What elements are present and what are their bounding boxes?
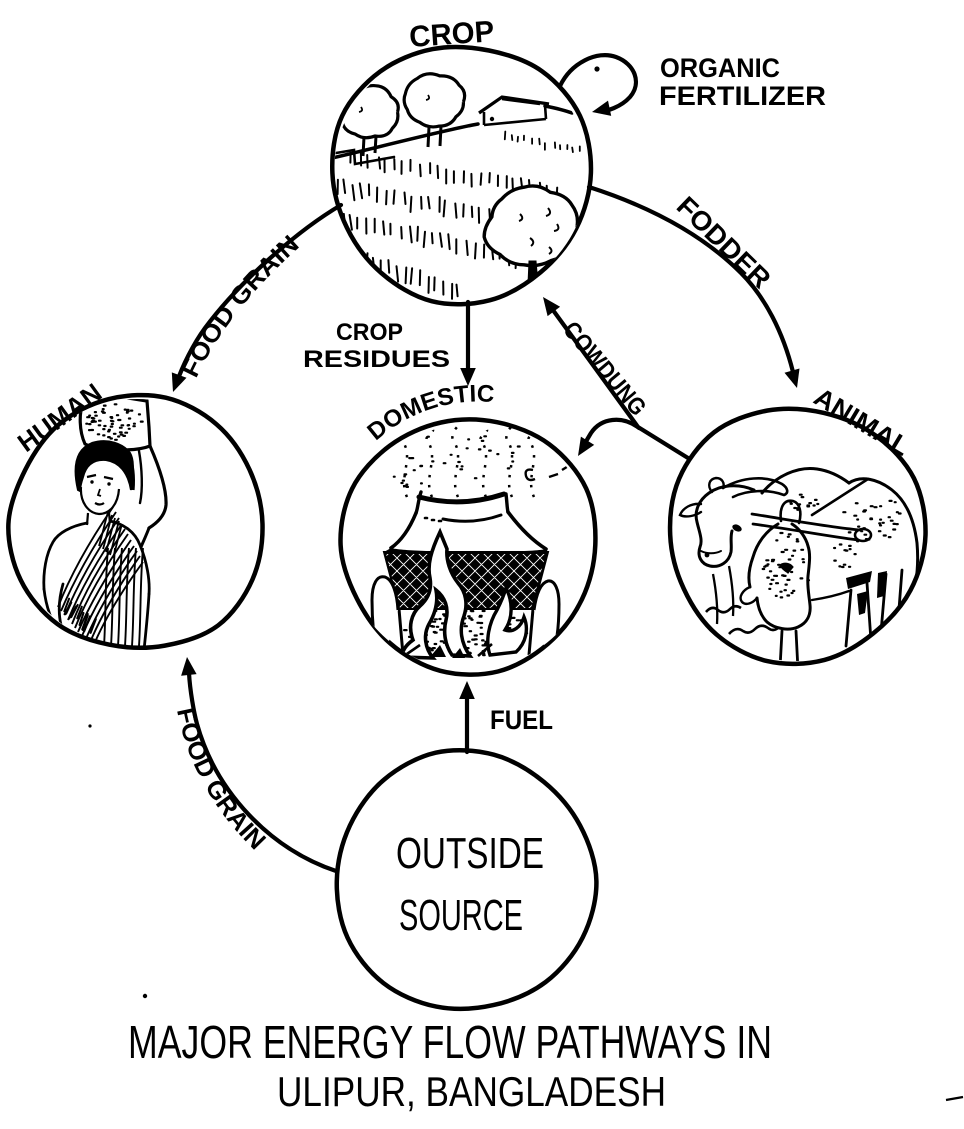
svg-text:CROP: CROP bbox=[408, 15, 495, 54]
svg-text:CROP: CROP bbox=[336, 319, 403, 346]
svg-text:ULIPUR, BANGLADESH: ULIPUR, BANGLADESH bbox=[277, 1068, 666, 1115]
svg-text:RESIDUES: RESIDUES bbox=[303, 346, 450, 373]
svg-text:ORGANIC: ORGANIC bbox=[660, 53, 780, 83]
svg-text:SOURCE: SOURCE bbox=[399, 891, 523, 940]
svg-text:FUEL: FUEL bbox=[490, 705, 553, 735]
svg-text:OUTSIDE: OUTSIDE bbox=[396, 829, 544, 878]
svg-text:FERTILIZER: FERTILIZER bbox=[659, 81, 826, 111]
svg-text:MAJOR ENERGY FLOW PATHWAYS IN: MAJOR ENERGY FLOW PATHWAYS IN bbox=[128, 1016, 772, 1068]
